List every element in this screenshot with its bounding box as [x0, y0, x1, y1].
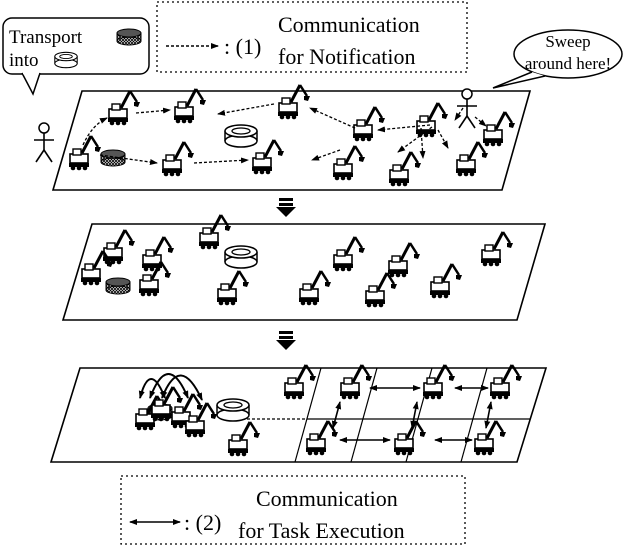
bubble-sweep-line1: Sweep: [545, 32, 590, 51]
panel-task-execution: [49, 363, 548, 463]
human-stick-figure-icon: [33, 122, 55, 163]
legend-notification: : (1) Communication for Notification: [156, 1, 468, 73]
ring-goal-icon: [216, 398, 250, 422]
bubble-transport-line2: into: [9, 50, 39, 71]
panel-notification: [33, 83, 532, 191]
bubble-sweep-line2: around here!: [525, 54, 611, 73]
ring-goal-icon: [224, 245, 258, 269]
down-arrow-icon: [276, 198, 296, 217]
ring-goal-icon: [54, 51, 78, 69]
panel-arrangement: [61, 213, 547, 321]
bubble-transport-line1: Transport: [9, 27, 83, 48]
legend-task-execution-number: : (2): [184, 510, 221, 535]
cylinder-object-icon: [105, 277, 131, 295]
legend-notification-line2: for Notification: [278, 44, 415, 69]
legend-notification-number: : (1): [224, 34, 261, 59]
legend-task-execution-line1: Communication: [256, 486, 398, 511]
bubble-transport: Transport into: [2, 17, 150, 96]
legend-notification-line1: Communication: [278, 12, 420, 37]
down-arrow-icon: [276, 331, 296, 350]
legend-task-execution: : (2) Communication for Task Execution: [120, 475, 466, 545]
ring-goal-icon: [224, 124, 258, 148]
cylinder-object-icon: [116, 28, 142, 46]
legend-task-execution-line2: for Task Execution: [238, 518, 405, 543]
bubble-sweep: Sweep around here!: [492, 29, 623, 89]
